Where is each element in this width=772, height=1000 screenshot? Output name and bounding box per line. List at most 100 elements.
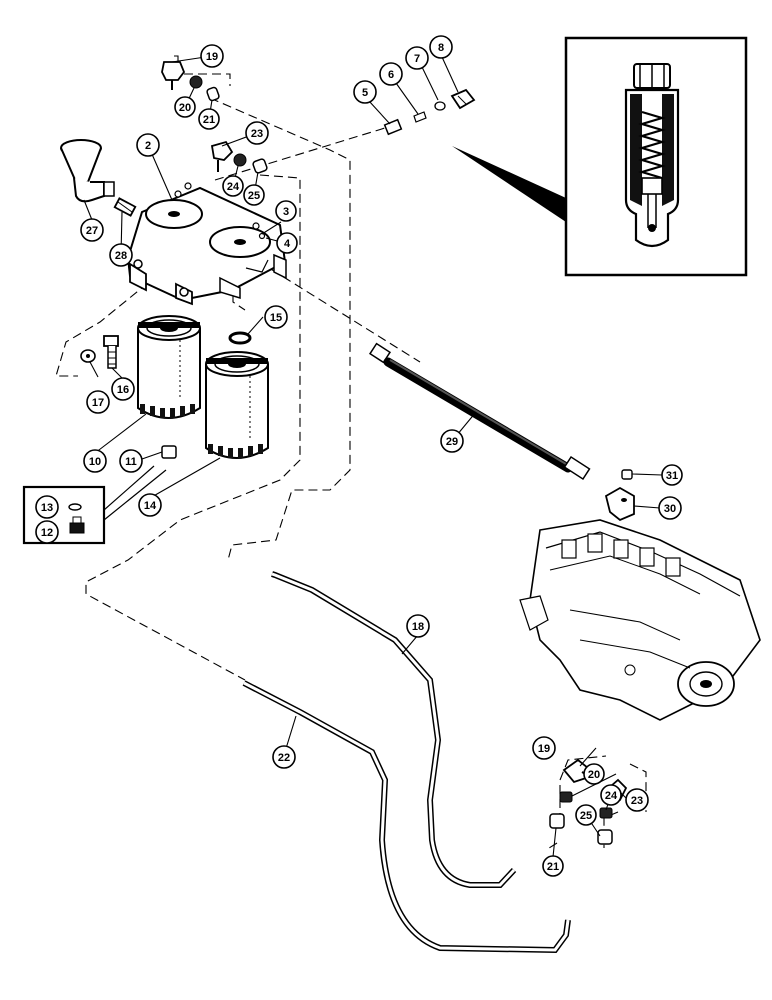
dashed-routing-lines bbox=[55, 55, 647, 851]
callout-leaders bbox=[83, 55, 663, 858]
fuel-filter-14 bbox=[205, 351, 269, 459]
callout-18: 18 bbox=[406, 614, 430, 638]
callout-12: 12 bbox=[35, 520, 59, 544]
callout-15: 15 bbox=[264, 305, 288, 329]
callout-17: 17 bbox=[86, 390, 110, 414]
callout-20-bottom: 20 bbox=[583, 763, 605, 785]
washer-17 bbox=[80, 349, 96, 363]
adapter-28 bbox=[113, 197, 137, 217]
fuel-hose-29 bbox=[368, 342, 591, 481]
callout-20-top-text: 20 bbox=[179, 102, 191, 114]
callout-30-text: 30 bbox=[664, 503, 676, 515]
callout-23-bottom: 23 bbox=[625, 788, 649, 812]
callout-19-bottom-text: 19 bbox=[538, 743, 550, 755]
callout-24-top: 24 bbox=[222, 175, 244, 197]
callout-5-text: 5 bbox=[362, 87, 368, 99]
callout-25-bottom-text: 25 bbox=[580, 810, 592, 822]
callout-11: 11 bbox=[119, 449, 143, 473]
fitting-30 bbox=[604, 486, 635, 522]
callout-4-text: 4 bbox=[284, 238, 291, 250]
callout-28-text: 28 bbox=[115, 250, 127, 262]
callout-16-text: 16 bbox=[117, 384, 129, 396]
callout-29-text: 29 bbox=[446, 436, 458, 448]
callout-23-top: 23 bbox=[245, 121, 269, 145]
bolt-16 bbox=[103, 335, 119, 369]
callout-7: 7 bbox=[405, 46, 429, 70]
callout-25-top-text: 25 bbox=[248, 190, 260, 202]
callout-labels: 2 3 4 5 6 7 8 10 11 12 13 14 15 16 17 18… bbox=[35, 35, 683, 877]
callout-21-top: 21 bbox=[198, 108, 220, 130]
callout-21-top-text: 21 bbox=[203, 114, 215, 126]
callout-31: 31 bbox=[661, 464, 683, 486]
sleeve-21-bottom bbox=[549, 813, 565, 829]
elbow-fitting-23-top bbox=[210, 140, 234, 172]
nut-24-bottom bbox=[599, 807, 613, 819]
callout-3-text: 3 bbox=[283, 206, 289, 218]
callout-30: 30 bbox=[658, 496, 682, 520]
plug-31 bbox=[621, 469, 633, 480]
callout-25-top: 25 bbox=[243, 184, 265, 206]
fuel-line-18 bbox=[271, 571, 517, 888]
relief-valve-parts bbox=[383, 88, 476, 136]
callout-15-text: 15 bbox=[270, 312, 282, 324]
callout-13: 13 bbox=[35, 495, 59, 519]
callout-27-text: 27 bbox=[86, 225, 98, 237]
callout-24-bottom: 24 bbox=[600, 784, 622, 806]
callout-8: 8 bbox=[429, 35, 453, 59]
callout-21-bottom: 21 bbox=[542, 855, 564, 877]
callout-20-bottom-text: 20 bbox=[588, 769, 600, 781]
callout-12-text: 12 bbox=[41, 527, 53, 539]
sleeve-25-bottom bbox=[597, 829, 613, 845]
callout-28: 28 bbox=[109, 243, 133, 267]
callout-6: 6 bbox=[379, 62, 403, 86]
callout-2: 2 bbox=[136, 133, 160, 157]
injection-pump bbox=[519, 519, 761, 721]
elbow-fitting-19-top bbox=[161, 61, 186, 90]
callout-3: 3 bbox=[275, 200, 297, 222]
plug-11 bbox=[161, 445, 177, 459]
callout-10-text: 10 bbox=[89, 456, 101, 468]
callout-19-bottom: 19 bbox=[532, 736, 556, 760]
callout-2-text: 2 bbox=[145, 140, 151, 152]
callout-24-top-text: 24 bbox=[227, 181, 240, 193]
callout-16: 16 bbox=[111, 377, 135, 401]
nut-20-bottom bbox=[559, 791, 573, 803]
callout-10: 10 bbox=[83, 449, 107, 473]
relief-valve-cutaway-inset bbox=[452, 36, 748, 277]
callout-29: 29 bbox=[440, 429, 464, 453]
o-ring-15 bbox=[228, 331, 252, 345]
small-screws bbox=[174, 182, 266, 240]
fuel-line-22 bbox=[242, 680, 571, 954]
callout-17-text: 17 bbox=[92, 397, 104, 409]
callout-18-text: 18 bbox=[412, 621, 424, 633]
callout-8-text: 8 bbox=[438, 42, 444, 54]
elbow-fitting-27 bbox=[60, 139, 115, 203]
callout-22-text: 22 bbox=[278, 752, 290, 764]
sleeve-25-top bbox=[252, 158, 268, 174]
callout-23-bottom-text: 23 bbox=[631, 795, 643, 807]
filter-head bbox=[126, 186, 287, 306]
callout-4: 4 bbox=[276, 232, 298, 254]
callout-24-bottom-text: 24 bbox=[605, 790, 618, 802]
callout-5: 5 bbox=[353, 80, 377, 104]
callout-14: 14 bbox=[138, 493, 162, 517]
callout-6-text: 6 bbox=[388, 69, 394, 81]
callout-27: 27 bbox=[80, 218, 104, 242]
callout-20-top: 20 bbox=[174, 96, 196, 118]
fuel-filter-10 bbox=[137, 315, 201, 419]
sleeve-21-top bbox=[206, 86, 220, 102]
callout-23-top-text: 23 bbox=[251, 128, 263, 140]
nut-24-top bbox=[233, 153, 247, 167]
callout-13-text: 13 bbox=[41, 502, 53, 514]
callout-11-text: 11 bbox=[125, 456, 137, 468]
drain-plug-inset bbox=[22, 465, 167, 545]
callout-7-text: 7 bbox=[414, 53, 420, 65]
callout-21-bottom-text: 21 bbox=[547, 861, 559, 873]
callout-14-text: 14 bbox=[144, 500, 157, 512]
callout-19-top: 19 bbox=[200, 44, 224, 68]
callout-25-bottom: 25 bbox=[575, 804, 597, 826]
callout-19-top-text: 19 bbox=[206, 51, 218, 63]
nut-20-top bbox=[189, 75, 203, 89]
callout-31-text: 31 bbox=[666, 470, 678, 482]
